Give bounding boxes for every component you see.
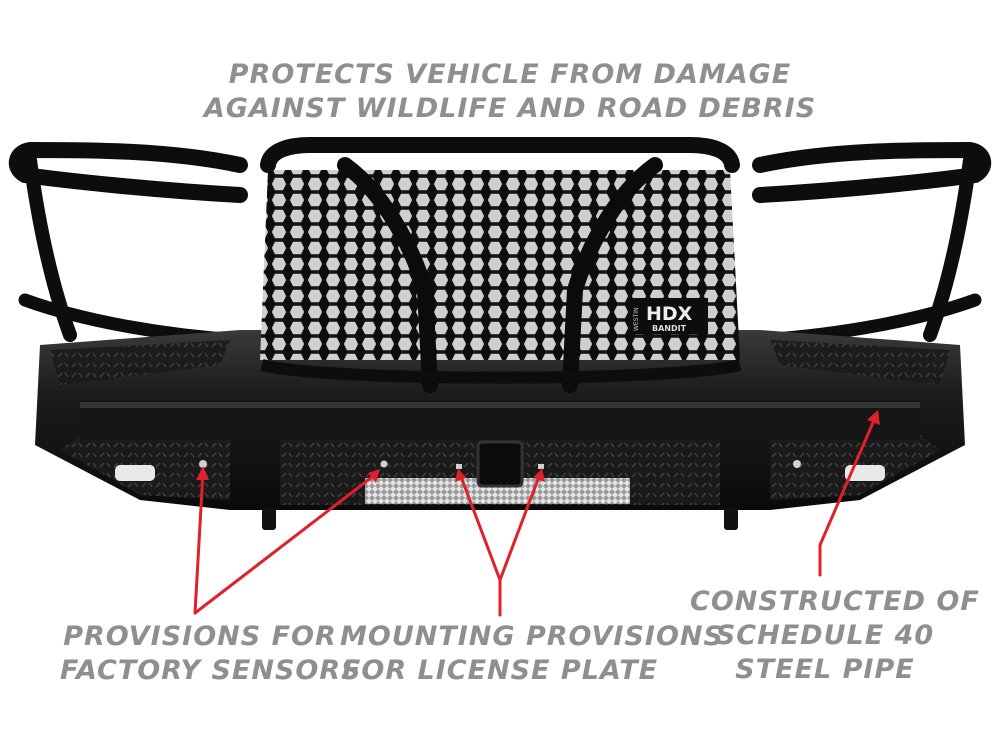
left-light-cutout [115, 465, 155, 481]
caption-line: AGAINST WILDLIFE AND ROAD DEBRIS [203, 93, 817, 124]
caption-line: FOR LICENSE PLATE [341, 655, 659, 686]
arrow-plate-right [498, 472, 542, 582]
logo-top-text: HDX [646, 303, 693, 325]
hdx-bandit-logo: WESTIN HDX BANDIT [632, 298, 708, 334]
arrow-sensor-left [193, 470, 205, 615]
caption-line: SCHEDULE 40 [715, 620, 935, 651]
plate-hole-left [456, 464, 462, 469]
bumper-body [35, 330, 965, 530]
caption-line: CONSTRUCTED OF [690, 586, 980, 617]
caption-line: MOUNTING PROVISIONS [340, 621, 724, 652]
caption-line: STEEL PIPE [735, 654, 915, 685]
right-wing-hoop [752, 141, 992, 347]
sensor-hole-center [380, 460, 388, 468]
arrow-heads [196, 410, 880, 483]
caption-line: PROVISIONS FOR [63, 621, 337, 652]
caption-line: FACTORY SENSORS [60, 655, 362, 686]
sensor-hole-right [793, 460, 801, 468]
caption-factory-sensors: PROVISIONS FOR FACTORY SENSORS [60, 620, 362, 688]
logo-side-text: WESTIN [633, 308, 640, 331]
caption-protects-vehicle: PROTECTS VEHICLE FROM DAMAGE AGAINST WIL… [200, 58, 820, 126]
callout-arrows [193, 416, 877, 617]
tow-receiver [476, 440, 524, 488]
caption-license-plate: MOUNTING PROVISIONS FOR LICENSE PLATE [340, 620, 724, 688]
caption-steel-pipe: CONSTRUCTED OF SCHEDULE 40 STEEL PIPE [690, 585, 980, 687]
caption-line: PROTECTS VEHICLE FROM DAMAGE [228, 59, 792, 90]
left-wing-hoop [8, 141, 248, 347]
right-light-cutout [845, 465, 885, 481]
plate-hole-right [538, 464, 544, 469]
arrow-steel [818, 416, 877, 577]
grille-guard [260, 137, 742, 393]
logo-bottom-text: BANDIT [652, 324, 687, 333]
arrow-sensor-center [193, 472, 378, 615]
sensor-hole-left [199, 460, 207, 468]
arrow-plate-left [458, 472, 502, 582]
